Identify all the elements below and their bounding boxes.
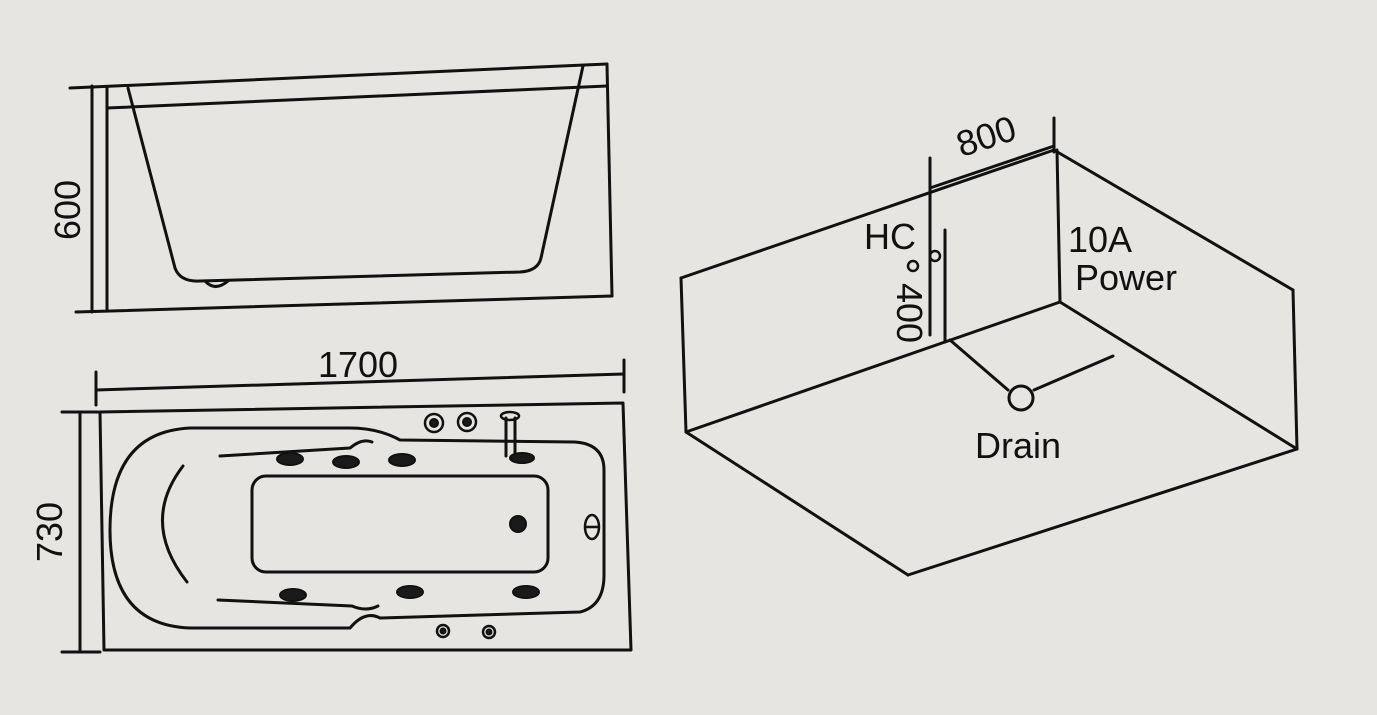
jet (388, 453, 416, 467)
box-view-depth-label: 800 (951, 107, 1021, 165)
box-view-offset-dimension: 400 (889, 228, 947, 344)
hc-label: HC (864, 216, 916, 257)
power-connection: 10A Power (1068, 219, 1177, 298)
top-view-jets (276, 452, 540, 602)
pipe-connection-icon (928, 249, 942, 263)
top-view-length-dimension: 1700 (94, 344, 626, 407)
control-knob (481, 624, 497, 640)
top-view-outline (98, 401, 633, 652)
power-amp-label: 10A (1068, 219, 1132, 260)
control-knob (423, 412, 445, 434)
top-view-length-label: 1700 (318, 344, 398, 385)
jet (512, 585, 540, 599)
floor-drain (509, 515, 527, 533)
power-label: Power (1075, 257, 1177, 298)
top-view: 1700 730 (29, 344, 633, 654)
jet (332, 455, 360, 469)
box-view-offset-label: 400 (889, 283, 930, 343)
drain-connection: Drain (948, 338, 1115, 466)
pipe-connection-icon (906, 259, 920, 273)
top-view-width-dimension: 730 (29, 410, 102, 654)
faucet-icon (499, 410, 521, 422)
jet (396, 585, 424, 599)
drain-label: Drain (975, 425, 1061, 466)
side-view-outline (68, 62, 614, 314)
box-view-depth-dimension: 800 (928, 107, 1056, 337)
top-view-fittings (423, 410, 601, 640)
side-view-height-label: 600 (47, 180, 88, 240)
side-view-height-dimension: 600 (47, 84, 94, 314)
jet (279, 588, 307, 602)
hot-cold-connection: HC (864, 216, 942, 273)
box-view-outline (679, 148, 1299, 577)
jet (276, 452, 304, 466)
drain-icon (1007, 384, 1035, 412)
control-knob (456, 411, 478, 433)
control-knob (435, 623, 451, 639)
box-view: 800 400 HC 10A Power Drain (679, 107, 1299, 577)
side-view: 600 (47, 62, 614, 314)
top-view-width-label: 730 (29, 502, 70, 562)
